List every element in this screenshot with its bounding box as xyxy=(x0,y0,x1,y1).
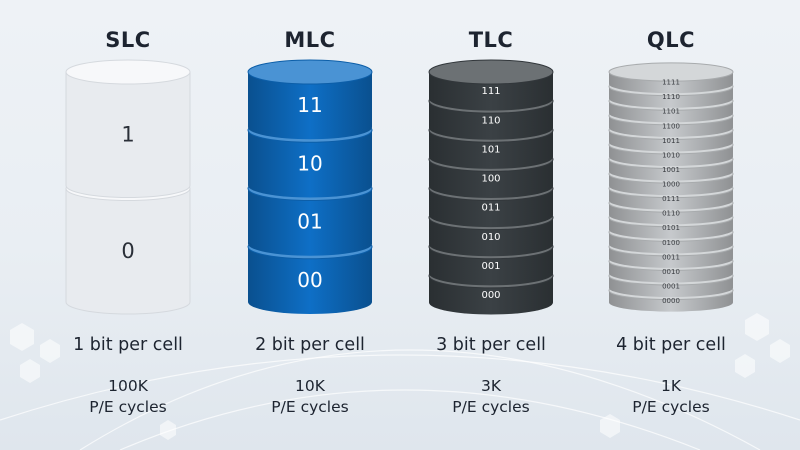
level-label: 1111 xyxy=(662,79,680,87)
level-label: 110 xyxy=(481,115,500,126)
cell-level: 1111 xyxy=(608,62,734,94)
cell-level: 1 xyxy=(65,59,191,198)
cell-level: 111 xyxy=(428,59,554,111)
level-label: 1101 xyxy=(662,108,680,116)
level-label: 1001 xyxy=(662,166,680,174)
level-label: 1110 xyxy=(662,93,680,101)
pe-cycles-value: 1K xyxy=(660,377,682,395)
level-label: 1011 xyxy=(662,137,680,145)
level-label: 1010 xyxy=(662,151,680,159)
qlc-cell-stack: 0000 0001 0010 0011 0100 0101 0110 0111 1000 1001… xyxy=(608,62,734,312)
level-label: 1100 xyxy=(662,122,680,130)
level-label: 010 xyxy=(481,232,500,243)
level-label: 000 xyxy=(481,290,500,301)
level-label: 001 xyxy=(481,261,500,272)
level-label: 0101 xyxy=(662,224,680,232)
pe-cycles: 10K P/E cycles xyxy=(210,376,410,418)
level-label: 0011 xyxy=(662,253,680,261)
level-label: 0110 xyxy=(662,210,680,218)
level-label: 11 xyxy=(297,93,322,117)
level-label: 00 xyxy=(297,268,322,292)
bits-per-cell-label: 1 bit per cell xyxy=(73,335,183,355)
mlc-column: MLC 00 01 10 11 2 bit per cell 10K P/E cycl… xyxy=(210,0,410,450)
pe-cycles: 1K P/E cycles xyxy=(571,376,771,418)
level-label: 0010 xyxy=(662,268,680,276)
bits-per-cell-label: 2 bit per cell xyxy=(255,335,365,355)
pe-cycles-label: P/E cycles xyxy=(632,398,710,416)
column-title: MLC xyxy=(284,28,336,52)
pe-cycles-value: 3K xyxy=(480,377,502,395)
level-label: 0 xyxy=(121,239,134,263)
level-label: 101 xyxy=(481,144,500,155)
pe-cycles-value: 100K xyxy=(108,377,148,395)
pe-cycles-label: P/E cycles xyxy=(271,398,349,416)
column-title: TLC xyxy=(468,28,514,52)
level-label: 1000 xyxy=(662,181,680,189)
slc-cell-stack: 01 xyxy=(65,59,191,315)
level-label: 0100 xyxy=(662,239,680,247)
mlc-cell-stack: 00 01 10 11 xyxy=(247,59,373,314)
qlc-column: QLC 0000 0001 0010 0011 0100 0101 0110 0111 1000… xyxy=(571,0,771,450)
level-label: 0111 xyxy=(662,195,680,203)
pe-cycles: 3K P/E cycles xyxy=(391,376,591,418)
level-label: 0001 xyxy=(662,282,680,290)
level-label: 0000 xyxy=(662,297,680,305)
pe-cycles-label: P/E cycles xyxy=(89,398,167,416)
tlc-cell-stack: 000 001 010 011 100 101 110 111 xyxy=(428,59,554,315)
pe-cycles-value: 10K xyxy=(295,377,325,395)
pe-cycles: 100K P/E cycles xyxy=(28,376,228,418)
pe-cycles-label: P/E cycles xyxy=(452,398,530,416)
bits-per-cell-label: 4 bit per cell xyxy=(616,335,726,355)
column-title: SLC xyxy=(105,28,151,52)
level-label: 1 xyxy=(121,123,134,147)
level-label: 10 xyxy=(297,151,322,175)
level-label: 111 xyxy=(481,86,500,97)
column-title: QLC xyxy=(646,28,696,52)
tlc-column: TLC 000 001 010 011 100 101 110 111 3 bit per c… xyxy=(391,0,591,450)
bits-per-cell-label: 3 bit per cell xyxy=(436,335,546,355)
level-label: 01 xyxy=(297,210,322,234)
level-label: 011 xyxy=(481,203,500,214)
cell-level: 11 xyxy=(247,59,373,140)
level-label: 100 xyxy=(481,174,500,185)
